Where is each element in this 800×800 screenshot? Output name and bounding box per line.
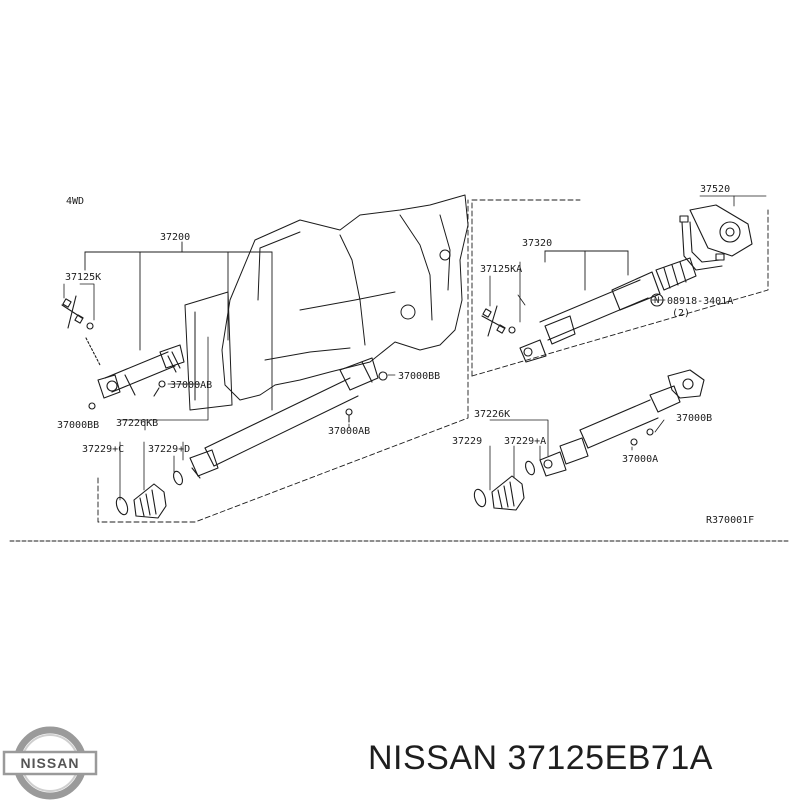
left-snap-d-label: 37229+D xyxy=(148,444,190,455)
bearing-label: 37520 xyxy=(700,184,730,195)
left-rear-shaft xyxy=(189,357,388,479)
right-spider-label: 37125KA xyxy=(480,264,522,275)
right-upper-shaft xyxy=(519,257,697,363)
left-bolt-upper-label: 37000AB xyxy=(170,380,212,391)
right-nut-upper-label: 37000B xyxy=(676,413,712,424)
left-assembly-bracket xyxy=(84,241,273,411)
part-caption: NISSAN 37125EB71A xyxy=(368,738,713,777)
right-snap-label: 37229 xyxy=(452,436,482,447)
washer-marker-letter: N xyxy=(654,296,659,306)
nissan-logo: NISSAN xyxy=(2,726,98,800)
variant-label: 4WD xyxy=(66,196,84,207)
right-nut-lower-label: 37000A xyxy=(622,454,658,465)
washer-marker-circle xyxy=(650,293,664,307)
reference-code: R370001F xyxy=(706,515,754,526)
right-group-frame xyxy=(471,199,769,377)
left-front-shaft xyxy=(97,344,185,399)
left-nut-upper-label: 37000BB xyxy=(398,371,440,382)
left-boots xyxy=(115,470,184,519)
left-bolt-lower-label: 37000BB xyxy=(57,420,99,431)
logo-wordmark: NISSAN xyxy=(21,755,80,771)
right-lower-shaft xyxy=(539,369,705,477)
left-assembly-label: 37200 xyxy=(160,232,190,243)
right-assembly-label: 37320 xyxy=(522,238,552,249)
left-boot-kit-label: 37226KB xyxy=(116,418,158,429)
right-snap-a-label: 37229+A xyxy=(504,436,546,447)
right-boots xyxy=(473,460,536,511)
left-snap-c-label: 37229+C xyxy=(82,444,124,455)
transmission-housing xyxy=(184,194,469,411)
left-fasteners xyxy=(88,380,353,423)
left-spider xyxy=(61,295,101,366)
right-fasteners xyxy=(630,428,654,446)
left-nut-lower-label: 37000AB xyxy=(328,426,370,437)
right-assembly-bracket xyxy=(544,250,629,291)
center-bearing xyxy=(679,204,753,271)
right-spider xyxy=(481,305,516,337)
right-boot-kit-label: 37226K xyxy=(474,409,510,420)
washer-code-label: 08918-3401A xyxy=(667,296,733,307)
left-spider-label: 37125K xyxy=(65,272,101,283)
left-leaders xyxy=(63,283,396,501)
left-group-frame xyxy=(97,199,469,523)
washer-qty-label: (2) xyxy=(672,308,690,319)
right-leaders xyxy=(489,195,767,491)
